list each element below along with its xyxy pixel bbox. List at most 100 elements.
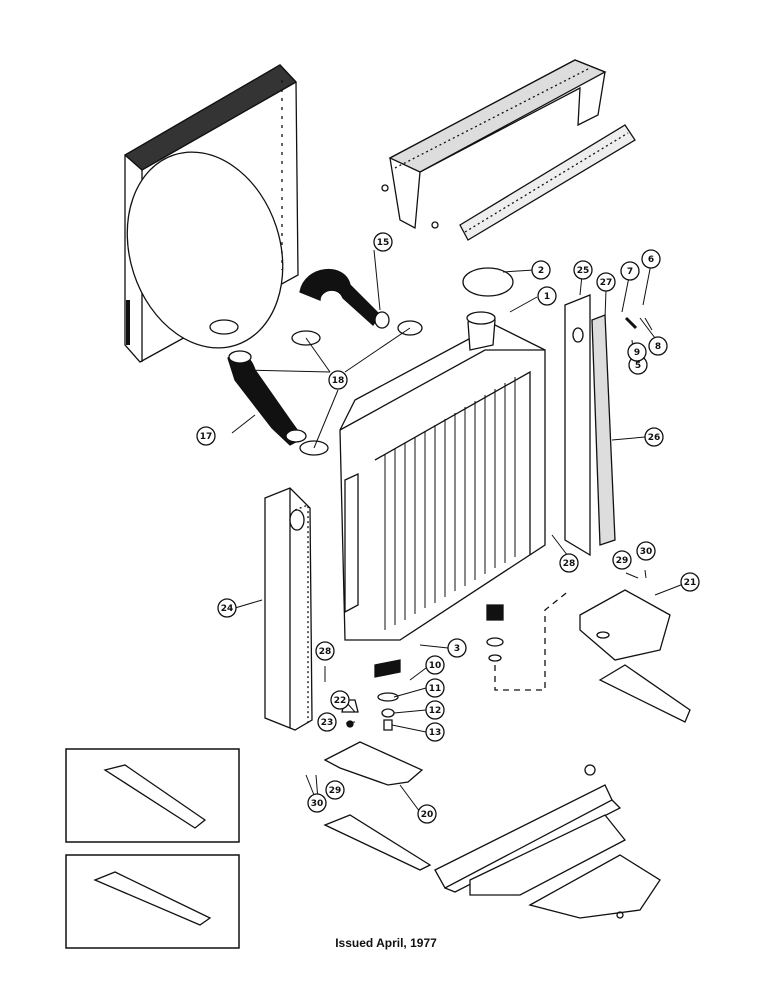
lower-support-frame xyxy=(434,764,661,919)
callout-circle xyxy=(644,427,664,447)
callout-circle xyxy=(307,793,327,813)
callout-9: 9 xyxy=(627,342,647,362)
callout-circle xyxy=(636,541,656,561)
callout-label: 18 xyxy=(332,376,345,386)
callout-label: 27 xyxy=(600,278,613,288)
callout-circle xyxy=(531,260,551,280)
hose-clamps xyxy=(209,319,423,456)
callout-18: 18 xyxy=(328,370,348,390)
lower-mount-parts xyxy=(341,589,571,731)
callout-27: 27 xyxy=(596,272,616,292)
callout-label: 2 xyxy=(538,266,544,276)
callout-11: 11 xyxy=(425,678,445,698)
callout-circle xyxy=(217,598,237,618)
callout-28: 28 xyxy=(559,553,579,573)
callout-label: 15 xyxy=(377,238,390,248)
callout-circle xyxy=(317,712,337,732)
callout-circle xyxy=(425,678,445,698)
callout-15: 15 xyxy=(373,232,393,252)
callout-20: 20 xyxy=(417,804,437,824)
callout-label: 23 xyxy=(321,718,334,728)
callout-label: 28 xyxy=(319,647,332,657)
callout-3: 3 xyxy=(447,638,467,658)
callout-label: 30 xyxy=(640,547,653,557)
callout-label: 7 xyxy=(627,267,633,277)
lower-hose xyxy=(227,350,307,446)
callout-8: 8 xyxy=(648,336,668,356)
inset-detail-bottom xyxy=(65,854,240,949)
radiator-cap xyxy=(462,267,514,297)
callout-label: 8 xyxy=(655,342,661,352)
callout-29b: 29 xyxy=(325,780,345,800)
callout-circle xyxy=(596,272,616,292)
callouts: 1235678910111213151718202122232425262728… xyxy=(196,232,700,824)
callout-22: 22 xyxy=(330,690,350,710)
callout-circle xyxy=(641,249,661,269)
callout-label: 3 xyxy=(454,644,460,654)
callout-label: 26 xyxy=(648,433,661,443)
left-side-baffle xyxy=(264,487,313,731)
callout-circle xyxy=(627,342,647,362)
callout-label: 24 xyxy=(221,604,234,614)
callout-label: 22 xyxy=(334,696,347,706)
callout-circle xyxy=(620,261,640,281)
fan-shroud xyxy=(123,64,299,363)
mounting-plate-center xyxy=(323,741,432,871)
mounting-plate-right xyxy=(579,589,691,723)
upper-support-bracket xyxy=(381,59,636,241)
callout-label: 30 xyxy=(311,799,324,809)
callout-label: 25 xyxy=(577,266,590,276)
right-side-baffle xyxy=(564,294,638,557)
callout-label: 9 xyxy=(634,348,640,358)
callout-6: 6 xyxy=(641,249,661,269)
callout-circle xyxy=(196,426,216,446)
callout-label: 20 xyxy=(421,810,434,820)
inset-detail-top xyxy=(65,748,240,843)
callout-30b: 30 xyxy=(307,793,327,813)
callout-10: 10 xyxy=(425,655,445,675)
callout-circle xyxy=(537,286,557,306)
callout-circle xyxy=(648,336,668,356)
callout-circle xyxy=(325,780,345,800)
callout-circle xyxy=(330,690,350,710)
radiator-core xyxy=(339,311,546,641)
callout-12: 12 xyxy=(425,700,445,720)
callout-29: 29 xyxy=(612,550,632,570)
callout-7: 7 xyxy=(620,261,640,281)
callout-circle xyxy=(612,550,632,570)
issued-date: Issued April, 1977 xyxy=(335,936,437,950)
callout-13: 13 xyxy=(425,722,445,742)
callout-label: 1 xyxy=(544,292,550,302)
callout-label: 5 xyxy=(635,361,641,371)
callout-label: 10 xyxy=(429,661,442,671)
callout-25: 25 xyxy=(573,260,593,280)
callout-24: 24 xyxy=(217,598,237,618)
callout-circle xyxy=(425,655,445,675)
callout-1: 1 xyxy=(537,286,557,306)
callout-circle xyxy=(680,572,700,592)
callout-label: 28 xyxy=(563,559,576,569)
callout-23: 23 xyxy=(317,712,337,732)
callout-label: 11 xyxy=(429,684,442,694)
callout-circle xyxy=(559,553,579,573)
callout-30: 30 xyxy=(636,541,656,561)
callout-label: 17 xyxy=(200,432,213,442)
callout-label: 21 xyxy=(684,578,697,588)
callout-circle xyxy=(328,370,348,390)
callout-28b: 28 xyxy=(315,641,335,661)
callout-26: 26 xyxy=(644,427,664,447)
callout-circle xyxy=(573,260,593,280)
callout-circle xyxy=(425,722,445,742)
upper-hose xyxy=(299,269,390,329)
callout-21: 21 xyxy=(680,572,700,592)
callout-circle xyxy=(315,641,335,661)
callout-label: 29 xyxy=(329,786,342,796)
callout-17: 17 xyxy=(196,426,216,446)
callout-label: 12 xyxy=(429,706,442,716)
callout-2: 2 xyxy=(531,260,551,280)
callout-circle xyxy=(425,700,445,720)
callout-circle xyxy=(417,804,437,824)
callout-label: 13 xyxy=(429,728,442,738)
